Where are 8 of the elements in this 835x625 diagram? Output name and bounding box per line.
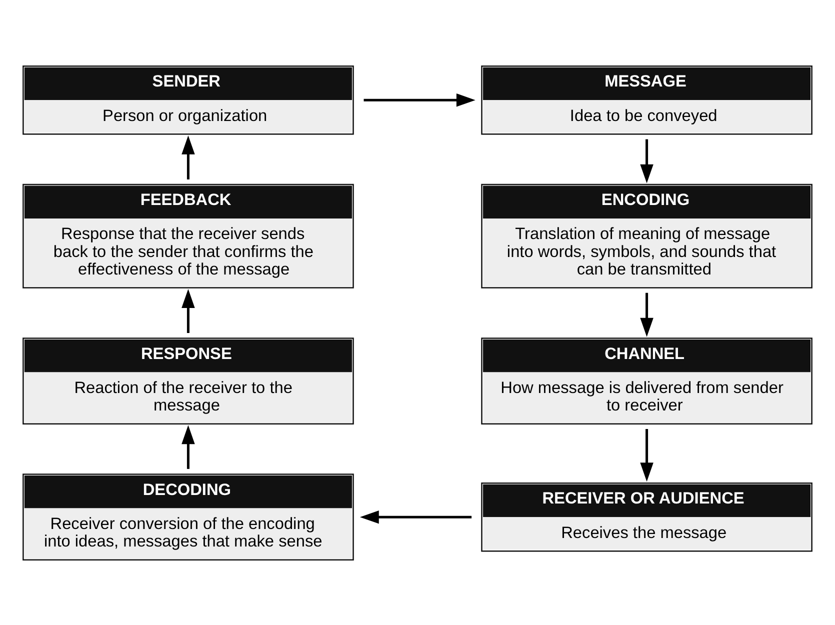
arrow (182, 288, 195, 332)
arrow (640, 292, 654, 336)
arrow (182, 424, 195, 468)
arrow (640, 138, 654, 183)
arrow (182, 134, 195, 179)
arrow (360, 510, 472, 524)
arrow (364, 92, 476, 106)
arrow (640, 428, 654, 482)
